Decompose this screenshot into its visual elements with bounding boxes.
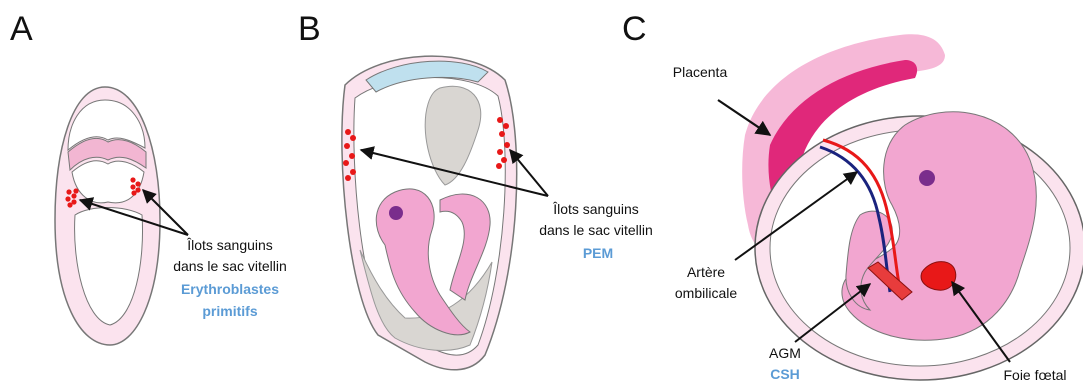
panel-b-label-blue: PEM [583, 245, 613, 261]
panel-a-label-line2: dans le sac vitellin [173, 258, 287, 274]
panel-c-embryo-eye [919, 170, 935, 186]
panel-b-embryo-eye [389, 206, 403, 220]
panel-c-label-artere2: ombilicale [675, 285, 737, 301]
panel-b-label-line1: Îlots sanguins [552, 201, 639, 217]
panel-c-label-foie: Foie fœtal [1003, 367, 1066, 383]
panel-c: C Placenta Artère ombilicale AGM CSH Foi… [622, 10, 1083, 383]
panel-b: B Îlots sanguins dans le sac vitellin P [298, 10, 653, 370]
panel-c-label-artere1: Artère [687, 264, 725, 280]
panel-c-label-agm: AGM [769, 345, 801, 361]
panel-a-label-blue2: primitifs [202, 303, 257, 319]
panel-b-letter: B [298, 10, 321, 48]
panel-c-label-csh: CSH [770, 366, 800, 382]
panel-c-label-placenta: Placenta [673, 64, 728, 80]
panel-a-label-blue1: Erythroblastes [181, 281, 279, 297]
panel-a-label-line1: Îlots sanguins [186, 237, 273, 253]
panel-c-letter: C [622, 10, 647, 48]
panel-b-label-line2: dans le sac vitellin [539, 222, 653, 238]
panel-a: A Îlots sanguins dans le sac vitellin Er… [10, 10, 287, 345]
panel-a-letter: A [10, 10, 33, 48]
